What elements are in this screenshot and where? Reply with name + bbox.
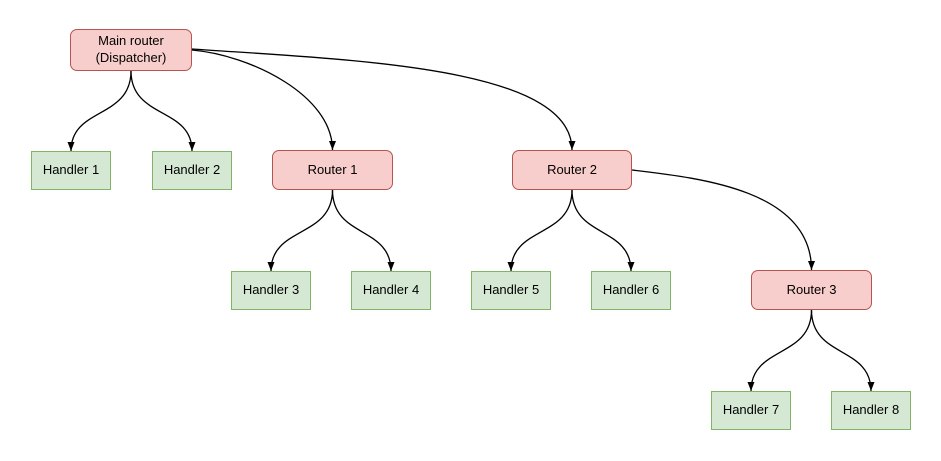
- node-router-1: Router 1: [272, 150, 393, 190]
- node-handler-7: Handler 7: [711, 391, 791, 430]
- edge-router1-handler3: [267, 189, 334, 272]
- edge-router2-handler6: [571, 189, 635, 272]
- node-handler-1: Handler 1: [31, 151, 111, 190]
- edge-router2-handler5: [507, 189, 573, 272]
- node-handler-4: Handler 4: [351, 271, 431, 310]
- edge-router2-router3: [631, 169, 815, 271]
- node-handler-6: Handler 6: [591, 271, 671, 310]
- edge-router3-handler8: [810, 309, 875, 392]
- node-handler-5: Handler 5: [471, 271, 551, 310]
- edge-main-router1: [191, 49, 336, 151]
- edge-main-handler1: [67, 70, 132, 152]
- edge-router1-handler4: [331, 189, 395, 272]
- node-router-2: Router 2: [512, 150, 632, 190]
- edge-main-handler2: [130, 70, 196, 152]
- node-router-3: Router 3: [751, 270, 872, 310]
- edge-main-router2: [191, 48, 576, 151]
- node-main-router: Main router (Dispatcher): [70, 29, 192, 71]
- node-handler-8: Handler 8: [831, 391, 911, 430]
- node-handler-2: Handler 2: [152, 151, 232, 190]
- edge-router3-handler7: [747, 309, 813, 392]
- node-handler-3: Handler 3: [231, 271, 311, 310]
